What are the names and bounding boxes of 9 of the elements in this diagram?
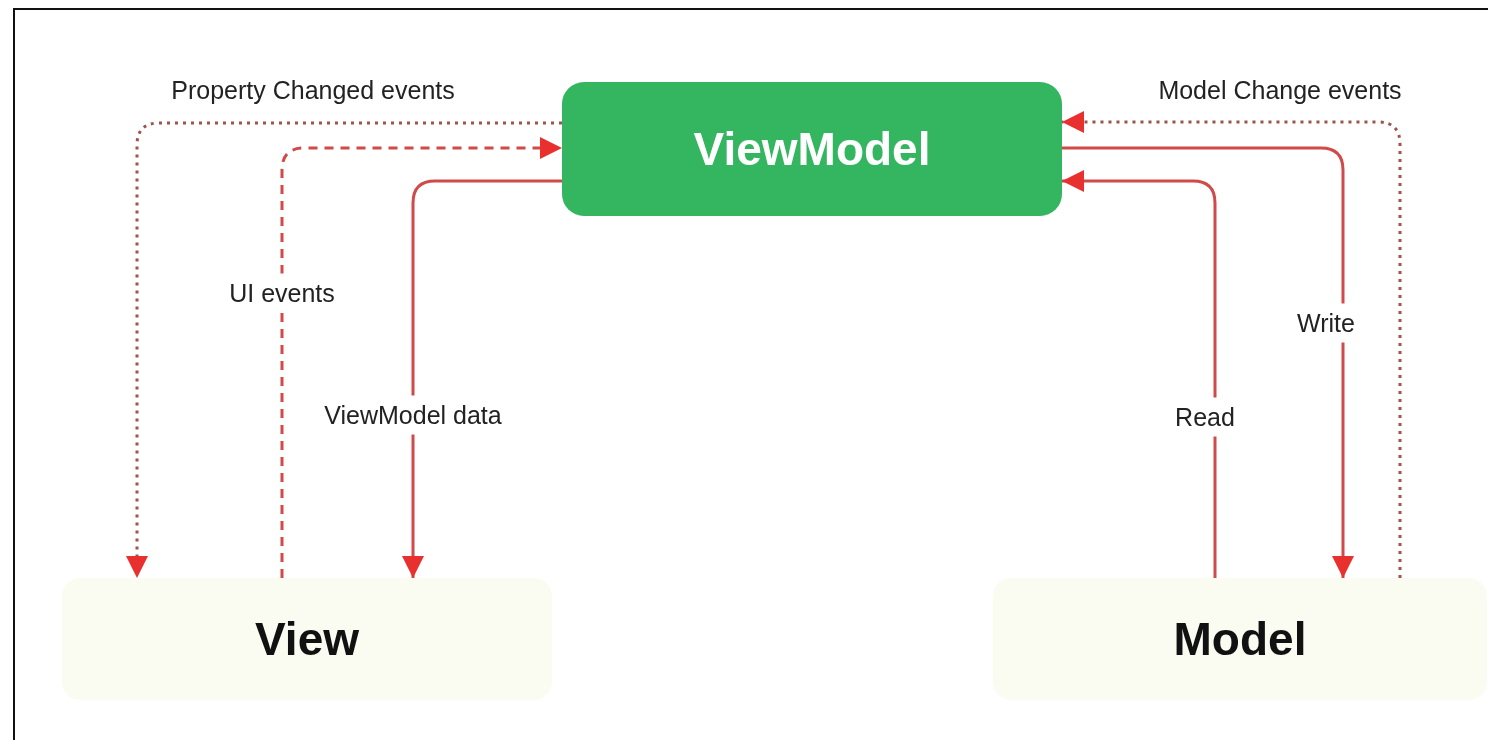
dashed-arrow: [280, 137, 562, 578]
model-box: Model: [993, 578, 1487, 700]
dashed-arrow: [1062, 111, 1402, 578]
arrow: [1062, 170, 1217, 578]
arrow: [402, 179, 562, 578]
view-box: View: [62, 578, 552, 700]
viewmodel-box: ViewModel: [562, 82, 1062, 216]
arrow: [1062, 146, 1354, 578]
dashed-arrow: [126, 121, 562, 578]
